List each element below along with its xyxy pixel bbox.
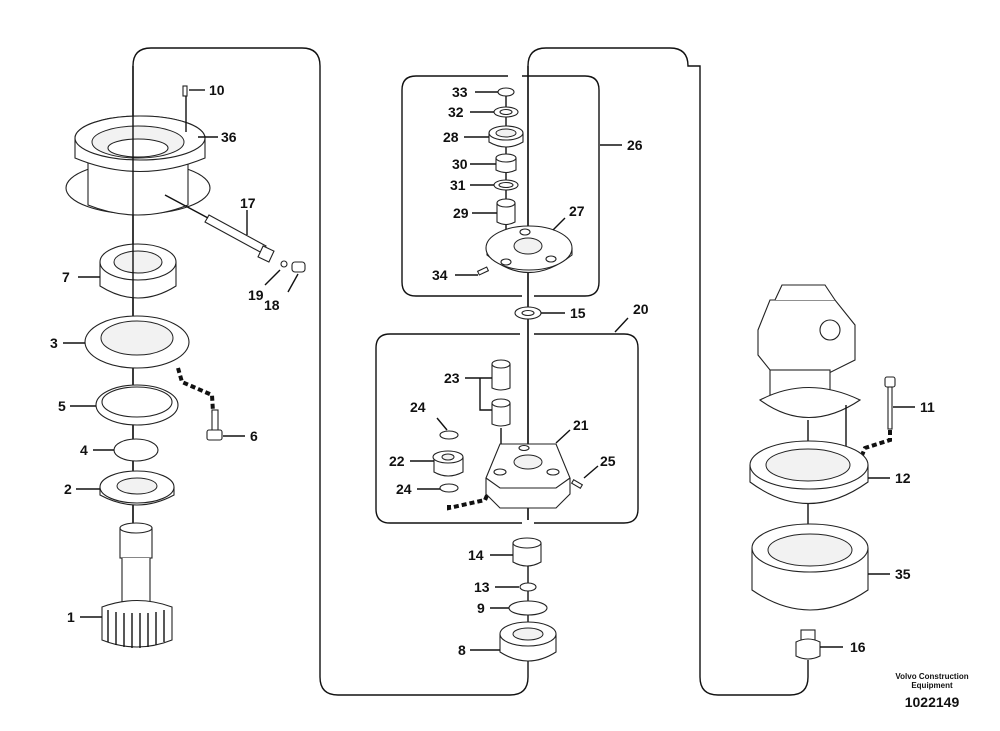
dash-3-6 bbox=[176, 367, 215, 413]
group-20-frame bbox=[375, 333, 639, 524]
leader-25 bbox=[583, 465, 599, 479]
swing-motor bbox=[757, 284, 862, 418]
part-1-pinion-shaft bbox=[101, 522, 173, 648]
leader-27 bbox=[552, 217, 566, 231]
part-33-disc bbox=[497, 87, 515, 97]
callout-17: 17 bbox=[240, 195, 256, 211]
callout-27: 27 bbox=[569, 203, 585, 219]
callout-34: 34 bbox=[432, 267, 448, 283]
callout-5: 5 bbox=[58, 398, 66, 414]
callout-8: 8 bbox=[458, 642, 466, 658]
part-25-pin bbox=[570, 479, 584, 489]
part-36-housing bbox=[65, 115, 211, 216]
callout-36: 36 bbox=[221, 129, 237, 145]
brand-line2: Equipment bbox=[911, 681, 953, 690]
part-4-oring bbox=[113, 438, 159, 462]
callout-35: 35 bbox=[895, 566, 911, 582]
callout-16: 16 bbox=[850, 639, 866, 655]
part-28-gear bbox=[488, 125, 524, 148]
callout-32: 32 bbox=[448, 104, 464, 120]
callout-26: 26 bbox=[627, 137, 643, 153]
leader-18 bbox=[287, 273, 299, 293]
part-7-bearing bbox=[99, 243, 177, 299]
part-16-pinion bbox=[795, 629, 821, 660]
callout-29: 29 bbox=[453, 205, 469, 221]
callout-10: 10 bbox=[209, 82, 225, 98]
part-11-bolt bbox=[884, 376, 896, 430]
leader-20 bbox=[614, 317, 629, 333]
callout-22: 22 bbox=[389, 453, 405, 469]
callout-13: 13 bbox=[474, 579, 490, 595]
leader-19 bbox=[264, 269, 281, 286]
callout-15: 15 bbox=[570, 305, 586, 321]
callout-2: 2 bbox=[64, 481, 72, 497]
callout-30: 30 bbox=[452, 156, 468, 172]
part-35-ring-gear bbox=[751, 523, 869, 611]
part-3-plate bbox=[84, 315, 190, 369]
part-27-carrier bbox=[485, 225, 573, 273]
callout-24-top: 24 bbox=[410, 399, 426, 415]
part-5-ring bbox=[95, 384, 179, 426]
part-24-washer-bottom bbox=[439, 483, 459, 493]
part-34-pin bbox=[476, 266, 490, 276]
drawing-number: 1022149 bbox=[905, 694, 960, 710]
part-21-carrier bbox=[485, 443, 571, 509]
callout-18: 18 bbox=[264, 297, 280, 313]
part-19-washer bbox=[280, 260, 288, 268]
leader-17-axis bbox=[164, 194, 209, 219]
part-9-snap-ring bbox=[508, 600, 548, 616]
part-15-hole bbox=[521, 309, 535, 317]
part-6-bolt bbox=[206, 409, 223, 441]
callout-9: 9 bbox=[477, 600, 485, 616]
callout-19: 19 bbox=[248, 287, 264, 303]
part-2-seal bbox=[99, 470, 175, 506]
callout-28: 28 bbox=[443, 129, 459, 145]
leader-21 bbox=[555, 429, 571, 444]
callout-33: 33 bbox=[452, 84, 468, 100]
part-22-planet-gear bbox=[432, 450, 464, 477]
brand-line1: Volvo Construction bbox=[895, 672, 968, 681]
callout-21: 21 bbox=[573, 417, 589, 433]
callout-31: 31 bbox=[450, 177, 466, 193]
callout-1: 1 bbox=[67, 609, 75, 625]
part-10-pin bbox=[182, 85, 188, 97]
callout-24-bottom: 24 bbox=[396, 481, 412, 497]
part-13-washer bbox=[519, 582, 537, 592]
callout-3: 3 bbox=[50, 335, 58, 351]
callout-6: 6 bbox=[250, 428, 258, 444]
part-17-bolt bbox=[204, 214, 275, 263]
callout-4: 4 bbox=[80, 442, 88, 458]
frame-right-loop bbox=[527, 47, 809, 696]
part-18-plug bbox=[291, 261, 306, 273]
frame-left-loop bbox=[132, 47, 529, 696]
callout-20: 20 bbox=[633, 301, 649, 317]
part-8-bearing bbox=[499, 621, 557, 662]
dash-11-12 bbox=[858, 430, 892, 461]
callout-7: 7 bbox=[62, 269, 70, 285]
leader-23 bbox=[465, 377, 492, 411]
part-29-sleeve bbox=[496, 198, 516, 226]
part-30-bushing bbox=[495, 153, 517, 174]
part-12-ring bbox=[749, 440, 869, 505]
group-26-frame bbox=[401, 75, 600, 297]
callout-25: 25 bbox=[600, 453, 616, 469]
callout-11: 11 bbox=[920, 399, 935, 415]
part-31-hole bbox=[498, 181, 514, 189]
callout-23: 23 bbox=[444, 370, 460, 386]
part-32-hole bbox=[499, 108, 513, 116]
callout-14: 14 bbox=[468, 547, 484, 563]
part-23-pins bbox=[491, 359, 511, 427]
callout-12: 12 bbox=[895, 470, 911, 486]
leader-24-top bbox=[436, 417, 448, 431]
part-14-sun-gear bbox=[512, 537, 542, 567]
part-24-washer-top bbox=[439, 430, 459, 440]
